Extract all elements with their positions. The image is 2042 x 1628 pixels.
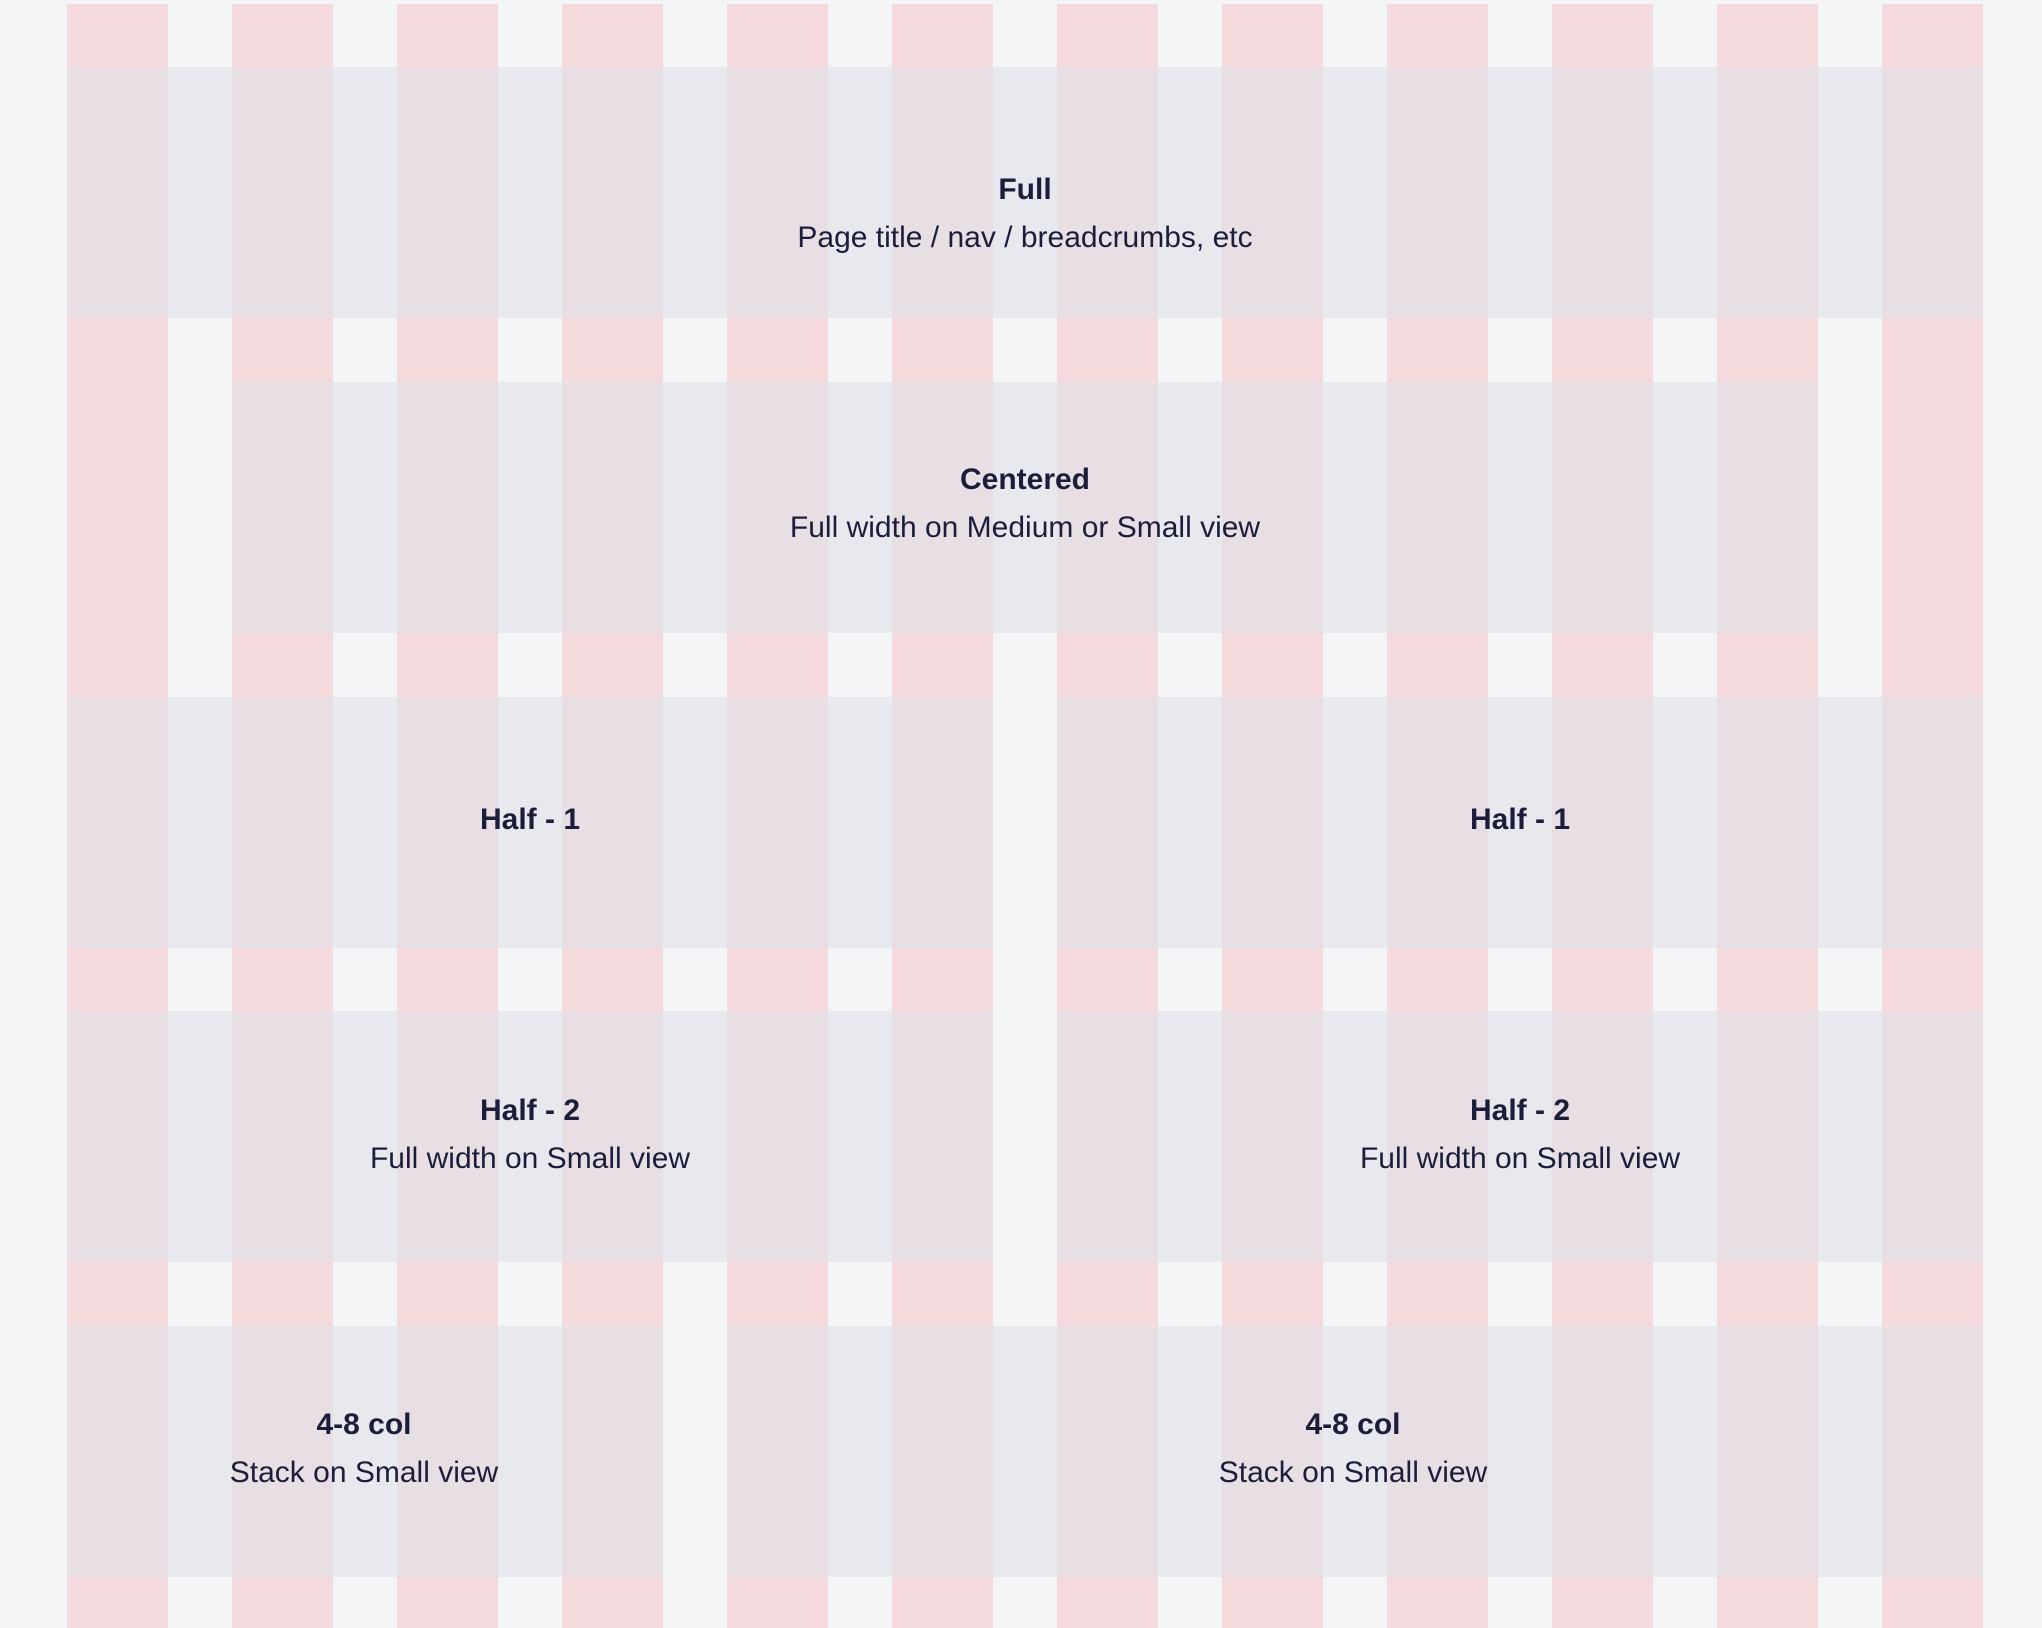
block-4-8-col-right bbox=[727, 1326, 1983, 1577]
block-title: Centered bbox=[959, 463, 1091, 496]
block-title: Full bbox=[998, 173, 1052, 206]
block-half-1-right bbox=[1057, 697, 1983, 948]
block-centered-label: Centered Full width on Medium or Small v… bbox=[675, 457, 1375, 553]
block-subtitle: Stack on Small view bbox=[1218, 1456, 1488, 1489]
block-subtitle: Page title / nav / breadcrumbs, etc bbox=[797, 221, 1253, 254]
block-title: Half - 1 bbox=[1469, 803, 1571, 836]
block-title: Half - 1 bbox=[479, 803, 581, 836]
block-4-8-col-left-label: 4-8 col Stack on Small view bbox=[14, 1402, 714, 1498]
block-half-2-right bbox=[1057, 1011, 1983, 1262]
block-subtitle: Full width on Medium or Small view bbox=[789, 511, 1261, 544]
block-subtitle: Full width on Small view bbox=[1359, 1142, 1681, 1175]
block-title: 4-8 col bbox=[316, 1408, 412, 1441]
block-subtitle: Full width on Small view bbox=[369, 1142, 691, 1175]
block-half-1-right-label: Half - 1 bbox=[1170, 797, 1870, 843]
block-subtitle: Stack on Small view bbox=[229, 1456, 499, 1489]
block-title: 4-8 col bbox=[1305, 1408, 1401, 1441]
block-title: Half - 2 bbox=[1469, 1094, 1571, 1127]
block-full bbox=[67, 67, 1983, 318]
block-half-2-left-label: Half - 2 Full width on Small view bbox=[180, 1088, 880, 1184]
block-half-2-right-label: Half - 2 Full width on Small view bbox=[1170, 1088, 1870, 1184]
block-4-8-col-right-label: 4-8 col Stack on Small view bbox=[1003, 1402, 1703, 1498]
block-half-1-left-label: Half - 1 bbox=[180, 797, 880, 843]
block-centered bbox=[232, 382, 1818, 633]
block-half-2-left bbox=[67, 1011, 993, 1262]
block-4-8-col-left bbox=[67, 1326, 663, 1577]
block-half-1-left bbox=[67, 697, 993, 948]
block-title: Half - 2 bbox=[479, 1094, 581, 1127]
block-full-label: Full Page title / nav / breadcrumbs, etc bbox=[675, 167, 1375, 263]
